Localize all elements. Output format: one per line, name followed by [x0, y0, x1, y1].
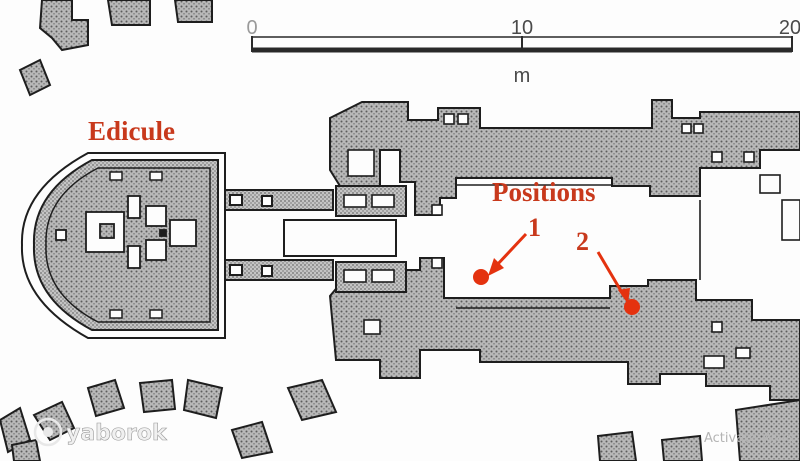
position-marker-1 — [473, 232, 528, 285]
activate-windows-text: Activate Wind — [704, 431, 794, 446]
scale-unit: m — [514, 65, 531, 87]
edicule-label: Edicule — [88, 116, 175, 146]
position-marker-2 — [596, 251, 640, 315]
scale-tick-10: 10 — [511, 17, 533, 39]
marker-2-label: 2 — [576, 227, 589, 256]
connector-passage — [224, 189, 397, 281]
marker-1-label: 1 — [528, 213, 541, 242]
positions-label: Positions — [492, 177, 596, 207]
scale-tick-20: 20 — [779, 17, 800, 39]
nave-lines — [456, 184, 701, 309]
church-walls — [328, 99, 800, 401]
scale-bar: 0 10 20 m — [246, 17, 800, 87]
watermark-logo: yaborok — [33, 417, 168, 446]
scale-tick-0: 0 — [246, 17, 257, 39]
edicule-structure — [20, 152, 226, 339]
church-openings — [343, 113, 800, 369]
watermark-logo-text: yaborok — [66, 421, 168, 446]
